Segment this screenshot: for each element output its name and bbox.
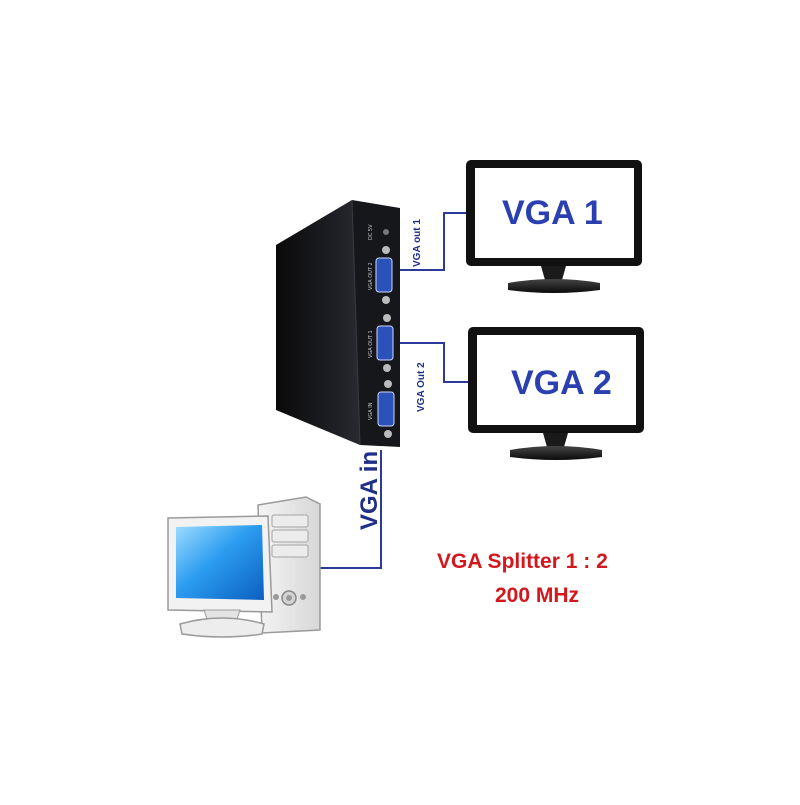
monitor-2-label: VGA 2 [511,364,612,402]
caption-frequency: 200 MHz [495,584,580,607]
cable-out1 [390,212,470,271]
port-out1 [376,314,394,372]
cable-in [318,450,382,569]
drive-bay-3 [271,544,309,558]
dc-port [383,229,389,235]
port-in [377,380,395,438]
splitter-side-face [276,200,360,445]
port-label-in: VGA IN [368,402,374,420]
port-label-out2: VGA OUT 2 [368,262,374,290]
cable-label-out2: VGA Out 2 [416,362,427,412]
computer [167,496,321,638]
vga-splitter-device [276,199,400,447]
monitor-1-neck [541,266,566,280]
monitor-2-screen [477,335,636,425]
monitor-1-label: VGA 1 [502,194,603,232]
monitor-2-base [510,446,602,460]
cable-out2 [392,342,470,383]
computer-monitor-base [179,617,265,638]
monitor-2 [468,327,644,460]
drive-bay-1 [271,514,309,528]
monitor-2-neck [543,433,568,447]
port-label-out1: VGA OUT 1 [368,330,374,358]
computer-monitor [167,515,273,638]
cable-label-out1: VGA out 1 [412,219,423,267]
port-label-dc: DC 5V [368,224,374,240]
port-out2 [375,246,393,304]
cable-label-in: VGA in [356,450,383,530]
monitor-1-screen [475,168,634,258]
computer-screen [176,525,264,600]
caption-title: VGA Splitter 1 : 2 [437,550,608,573]
monitor-1 [466,160,642,293]
drive-bay-2 [271,529,309,543]
computer-tower [257,496,321,634]
monitor-1-base [508,279,600,293]
